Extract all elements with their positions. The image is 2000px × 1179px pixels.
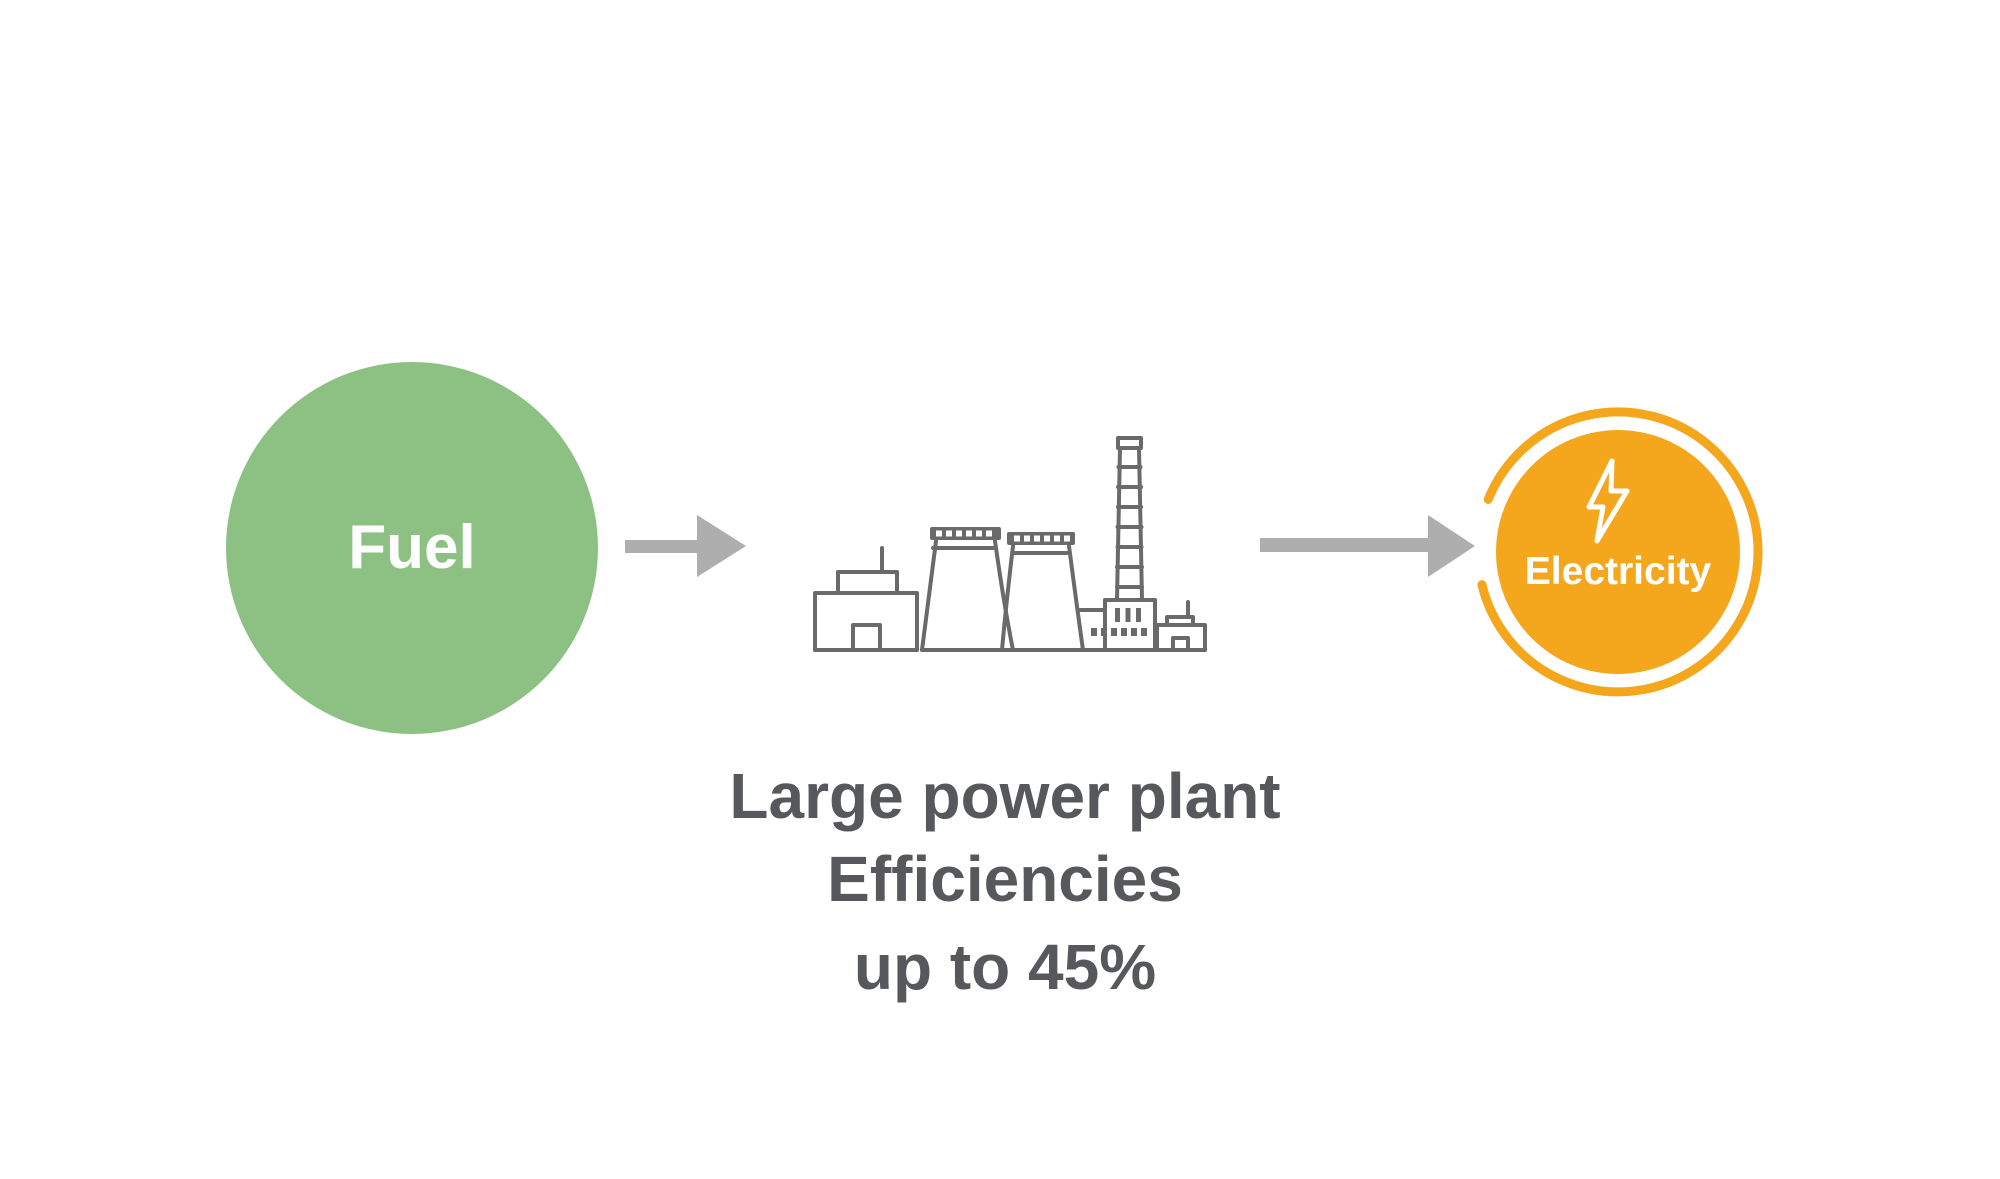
efficiency-line2: up to 45% (853, 931, 1157, 1003)
electricity-ring-icon (1477, 407, 1763, 697)
right-arrow-icon (625, 515, 746, 577)
fuel-circle: Fuel (226, 362, 598, 734)
electricity-badge: Electricity (1468, 402, 1768, 702)
efficiency-note: Efficiencies up to 45% (705, 835, 1305, 1011)
right-arrow-icon (1260, 515, 1475, 577)
fuel-label: Fuel (348, 513, 476, 582)
efficiency-line1: Efficiencies (827, 843, 1183, 915)
electricity-label: Electricity (1524, 550, 1712, 593)
lightning-bolt-icon (1586, 458, 1630, 544)
plant-title: Large power plant (729, 760, 1281, 832)
power-plant-icon (813, 436, 1207, 652)
